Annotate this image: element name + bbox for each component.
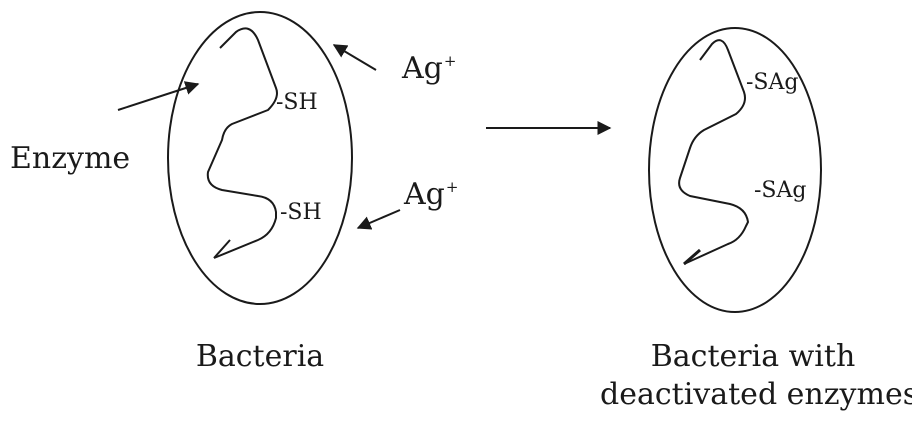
enzyme-label: Enzyme (10, 141, 131, 176)
ag-top-approach-arrow (332, 44, 377, 71)
silver-ion-bottom-charge: + (445, 178, 459, 196)
right-bacterium-cell (648, 27, 822, 313)
ag-bottom-approach-arrow (356, 209, 401, 230)
right-caption-line2: deactivated enzymes (600, 377, 912, 412)
silver-ion-top: Ag+ (402, 54, 456, 84)
thiol-group-top: -SH (276, 90, 318, 115)
bound-silver-bottom: -SAg (754, 178, 807, 203)
silver-ion-bottom: Ag+ (404, 180, 458, 210)
right-caption: Bacteria with deactivated enzymes (600, 338, 912, 414)
silver-ion-top-charge: + (443, 52, 457, 70)
left-bacterium-cell (167, 11, 353, 305)
left-caption: Bacteria (195, 339, 325, 374)
silver-ion-bottom-symbol: Ag (404, 177, 445, 212)
right-enzyme-tail (683, 248, 701, 266)
left-enzyme-tail (213, 239, 231, 259)
left-enzyme-chain (206, 27, 278, 259)
right-caption-line1: Bacteria with (650, 339, 856, 374)
silver-ion-top-symbol: Ag (402, 51, 443, 86)
enzyme-pointer-arrow (117, 81, 200, 111)
right-enzyme-chain (678, 39, 749, 265)
thiol-group-bottom: -SH (280, 200, 322, 225)
bound-silver-top: -SAg (746, 70, 799, 95)
